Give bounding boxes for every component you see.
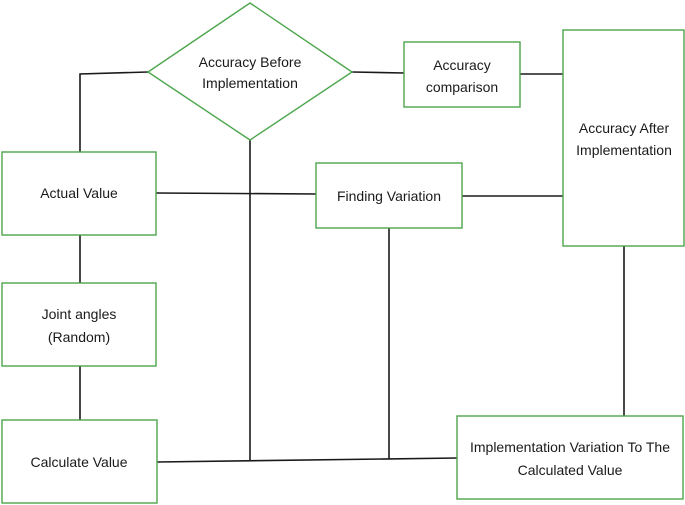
node-label-line1: Implementation Variation To The: [470, 439, 670, 455]
node-implementation-variation: Implementation Variation To The Calculat…: [456, 415, 684, 500]
node-label-line2: Calculated Value: [518, 462, 623, 478]
process-box: [315, 162, 463, 229]
node-label-line1: Accuracy: [433, 57, 491, 73]
process-box: [403, 41, 521, 108]
node-accuracy-before-implementation: Accuracy Before Implementation: [146, 2, 354, 141]
node-accuracy-after-implementation: Accuracy After Implementation: [562, 29, 685, 247]
connector-accuracy-before-to-comparison: [351, 71, 405, 74]
process-box: [456, 415, 684, 500]
node-label-line1: Accuracy Before: [199, 54, 302, 70]
node-label-line1: Accuracy After: [579, 120, 670, 136]
node-label-line2: Implementation: [202, 75, 298, 91]
connector-accuracy-before-to-actual-value: [79, 71, 149, 152]
node-label-line2: Implementation: [576, 142, 672, 158]
node-label: Actual Value: [40, 185, 118, 201]
node-actual-value: Actual Value: [1, 151, 157, 236]
connectors: [79, 71, 625, 463]
decision-diamond: [146, 2, 354, 141]
node-label-line1: Joint angles: [42, 306, 117, 322]
process-box: [562, 29, 685, 247]
node-joint-angles: Joint angles (Random): [1, 282, 157, 367]
node-calculate-value: Calculate Value: [1, 419, 158, 504]
node-label: Calculate Value: [30, 454, 127, 470]
process-box: [1, 419, 158, 504]
node-accuracy-comparison: Accuracy comparison: [403, 41, 521, 108]
node-label-line2: comparison: [426, 79, 498, 95]
connector-calculate-value-to-implementation-variation: [156, 457, 458, 463]
process-box: [1, 282, 157, 367]
process-box: [1, 151, 157, 236]
node-finding-variation: Finding Variation: [315, 162, 463, 229]
node-label-line2: (Random): [48, 329, 110, 345]
connector-actual-value-to-finding-variation: [155, 192, 317, 195]
node-label: Finding Variation: [337, 188, 441, 204]
